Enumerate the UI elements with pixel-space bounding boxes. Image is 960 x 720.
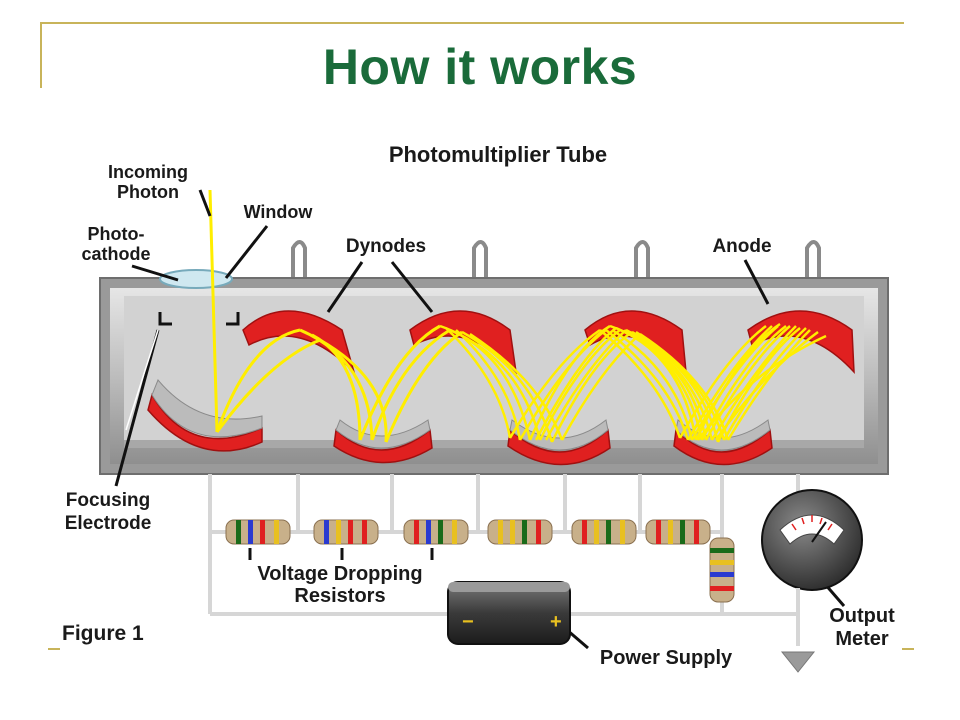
focusing-bracket (158, 312, 240, 326)
figure-label: Figure 1 (62, 622, 144, 645)
resistor-4 (487, 519, 553, 545)
label-resistors-2: Resistors (294, 585, 385, 607)
label-incoming-photon-1: Incoming (108, 162, 188, 182)
output-meter (761, 489, 863, 673)
label-photocathode-1: Photo- (88, 224, 145, 244)
resistor-tick-marks (248, 548, 434, 560)
label-photocathode-2: cathode (81, 244, 150, 264)
diagram-title: Photomultiplier Tube (389, 142, 607, 167)
resistor-3 (403, 519, 469, 545)
label-focusing-electrode-2: Electrode (65, 513, 152, 534)
label-output-meter-2: Meter (835, 628, 889, 650)
resistor-6 (645, 519, 711, 545)
dynode-lower-2 (333, 428, 433, 464)
resistor-2 (313, 519, 379, 545)
resistor-5 (571, 519, 637, 545)
resistor-1 (225, 519, 291, 545)
label-dynodes: Dynodes (346, 236, 426, 257)
label-output-meter-1: Output (829, 605, 895, 627)
bottom-rule-left (48, 648, 60, 650)
dynode-pins (291, 240, 821, 300)
battery-plus: + (550, 611, 562, 633)
diagram-labels: Photomultiplier Tube Incoming Photon Win… (62, 142, 895, 669)
dynode-lower-1 (147, 393, 263, 452)
label-window: Window (244, 202, 314, 222)
left-rule (40, 22, 42, 88)
dynode-lower-3 (507, 428, 611, 466)
label-focusing-electrode-1: Focusing (66, 490, 150, 511)
resistor-load (709, 537, 735, 603)
slide-title: How it works (322, 39, 638, 95)
label-anode: Anode (712, 236, 771, 257)
dynode-lower-4 (673, 428, 773, 466)
label-incoming-photon-2: Photon (117, 182, 179, 202)
label-power-supply: Power Supply (600, 647, 733, 669)
bottom-rule-right (902, 648, 914, 650)
resistors (225, 519, 735, 603)
electron-beams (208, 189, 463, 443)
top-rule (40, 22, 904, 24)
battery: − + (447, 581, 571, 645)
battery-minus: − (462, 611, 474, 633)
label-resistors-1: Voltage Dropping (257, 563, 422, 585)
leader-lines (114, 189, 846, 650)
